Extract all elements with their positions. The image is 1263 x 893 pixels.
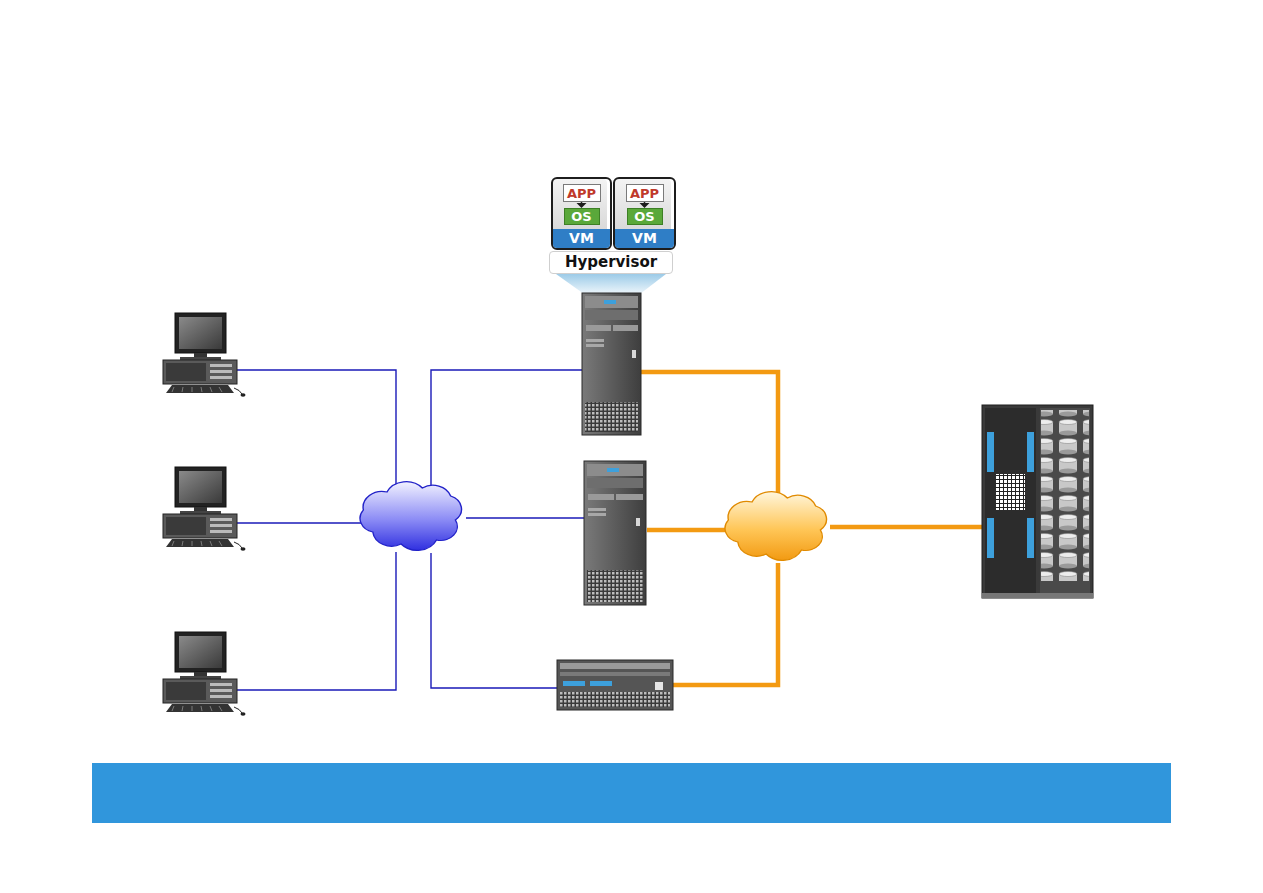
vm-box: APP OS VM [551, 177, 612, 250]
pc-part [219, 541, 222, 546]
pc-part [234, 707, 242, 713]
pc-part [241, 393, 246, 397]
san-wires [641, 372, 984, 685]
arrow-shaft [581, 202, 583, 203]
vm-box: APP OS VM [613, 177, 676, 250]
pc-part [179, 471, 222, 503]
pc-part [210, 695, 232, 698]
pc-part [210, 376, 232, 379]
pc-part [201, 706, 202, 711]
pc-part [241, 547, 246, 551]
pc-part [201, 387, 202, 392]
pc-part [175, 313, 226, 353]
pc-part [210, 530, 232, 533]
tower-server [584, 461, 646, 605]
pc-part [234, 388, 242, 394]
os-label: OS [634, 210, 654, 223]
app-label: APP [630, 187, 659, 200]
pc-part [219, 706, 222, 711]
os-label: OS [571, 210, 591, 223]
pc-part [179, 317, 222, 349]
pc-part [210, 541, 212, 546]
storage-array [982, 405, 1093, 598]
pc-part [234, 542, 242, 548]
footer-band [92, 763, 1171, 823]
pc-part [166, 385, 234, 393]
pc-part [182, 541, 183, 546]
pc-part [166, 517, 206, 535]
pc-part [163, 360, 237, 384]
client-computers [163, 313, 246, 716]
pc-part [192, 387, 193, 392]
pc-part [210, 689, 232, 692]
os-box: OS [627, 208, 663, 225]
vm-label: VM [615, 229, 674, 248]
rack-server [557, 660, 673, 710]
pc-part [163, 679, 237, 703]
pc-part [182, 706, 183, 711]
lan-wires [237, 370, 584, 690]
pc-part [192, 541, 193, 546]
app-box: APP [563, 184, 601, 202]
pc-part [166, 704, 234, 712]
client-pc [163, 467, 246, 551]
pc-part [182, 387, 183, 392]
san-cloud [725, 492, 826, 561]
pc-part [241, 712, 246, 716]
pc-part [201, 541, 202, 546]
pc-part [179, 636, 222, 668]
pc-part [163, 514, 237, 538]
hypervisor-beam [556, 274, 666, 294]
pc-part [192, 706, 193, 711]
client-pc [163, 632, 246, 716]
app-label: APP [567, 187, 596, 200]
pc-part [210, 370, 232, 373]
pc-part [210, 364, 232, 367]
hypervisor-band: Hypervisor [549, 251, 673, 274]
pc-part [210, 683, 232, 686]
vm-label: VM [553, 229, 610, 248]
pc-part [172, 541, 174, 546]
pc-part [175, 467, 226, 507]
tower-server [582, 293, 641, 435]
pc-part [210, 524, 232, 527]
hypervisor-label: Hypervisor [565, 255, 657, 270]
pc-part [210, 387, 212, 392]
os-box: OS [564, 208, 600, 225]
lan-cloud [360, 482, 461, 551]
pc-part [219, 387, 222, 392]
pc-part [175, 632, 226, 672]
arrow-shaft [644, 202, 646, 203]
pc-part [210, 518, 232, 521]
client-pc [163, 313, 246, 397]
app-box: APP [626, 184, 664, 202]
pc-part [172, 387, 174, 392]
pc-part [172, 706, 174, 711]
pc-part [166, 363, 206, 381]
pc-part [166, 539, 234, 547]
pc-part [210, 706, 212, 711]
pc-part [166, 682, 206, 700]
